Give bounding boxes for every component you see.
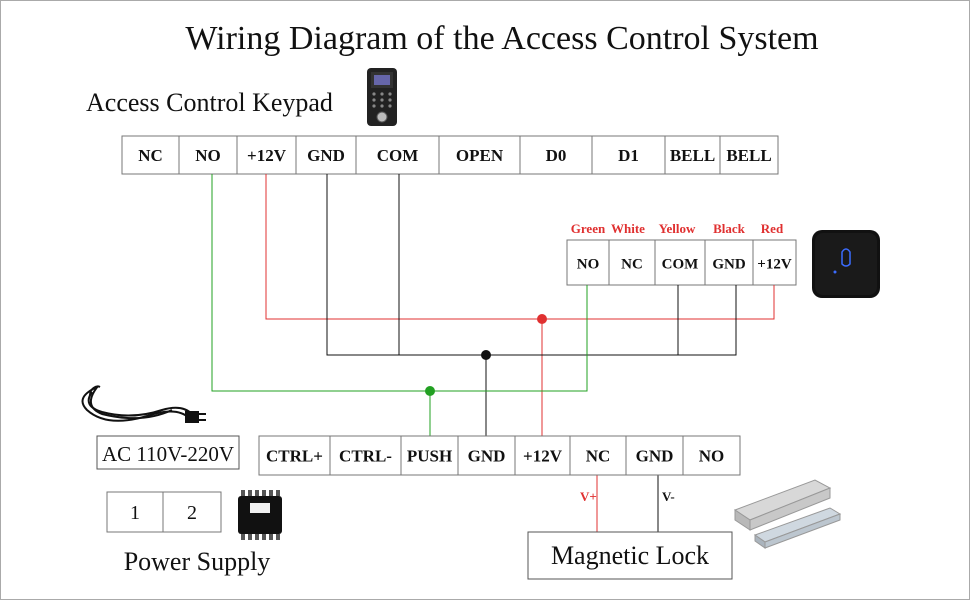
keypad-device-icon bbox=[367, 68, 397, 126]
green-wire-no bbox=[211, 174, 588, 392]
exit-button-terminal-label: NC bbox=[621, 257, 643, 273]
magnetic-lock-device-icon bbox=[733, 479, 842, 549]
junction-red bbox=[537, 314, 547, 324]
keypad-terminal-label: +12V bbox=[247, 146, 287, 165]
keypad-terminal-label: NO bbox=[195, 146, 221, 165]
controller-terminal-box bbox=[514, 435, 571, 476]
controller-terminal-box bbox=[258, 435, 331, 476]
wire-color-label: Red bbox=[761, 221, 784, 236]
keypad-terminal-label: D0 bbox=[546, 146, 567, 165]
junction-green bbox=[425, 386, 435, 396]
controller-terminal-strip: CTRL+ CTRL- PUSH GND +12V NC GND NO bbox=[258, 435, 741, 476]
controller-terminal-label: PUSH bbox=[407, 447, 452, 466]
exit-button-terminal-label: GND bbox=[712, 257, 746, 273]
lock-neg-label: V- bbox=[662, 489, 675, 504]
controller-terminal-label: CTRL+ bbox=[266, 447, 323, 466]
keypad-terminal-label: BELL bbox=[670, 146, 715, 165]
keypad-label: Access Control Keypad bbox=[86, 88, 333, 117]
keypad-terminal-box bbox=[591, 135, 666, 175]
controller-terminal-box bbox=[457, 435, 516, 476]
power-supply-unit-icon bbox=[238, 490, 282, 540]
exit-button-wire-colors: Green White Yellow Black Red bbox=[571, 221, 784, 236]
keypad-terminal-label: GND bbox=[307, 146, 345, 165]
keypad-terminal-box bbox=[121, 135, 180, 175]
keypad-terminal-box bbox=[719, 135, 779, 175]
diagram-title: Wiring Diagram of the Access Control Sys… bbox=[185, 20, 818, 57]
keypad-terminal-box bbox=[355, 135, 440, 175]
wire-color-label: Green bbox=[571, 221, 606, 236]
keypad-terminal-label: OPEN bbox=[456, 146, 504, 165]
exit-button-terminal-strip: NO NC COM GND +12V bbox=[566, 239, 797, 286]
keypad-terminal-label: D1 bbox=[618, 146, 639, 165]
controller-terminal-label: NC bbox=[586, 447, 611, 466]
wire-color-label: Black bbox=[713, 221, 746, 236]
keypad-terminal-box bbox=[438, 135, 521, 175]
exit-button-terminal-box bbox=[566, 239, 610, 286]
exit-button-device-icon bbox=[812, 230, 880, 298]
black-wire-gnd bbox=[326, 174, 737, 356]
power-input-box bbox=[96, 435, 240, 470]
power-output-terminal-box bbox=[106, 491, 164, 533]
keypad-terminal-label: BELL bbox=[726, 146, 771, 165]
red-wire-12v bbox=[265, 174, 775, 320]
controller-terminal-label: GND bbox=[636, 447, 674, 466]
exit-button-terminal-label: +12V bbox=[757, 257, 792, 273]
keypad-terminal-strip: NC NO +12V GND COM OPEN D0 D1 BELL BELL bbox=[121, 135, 779, 175]
wire-color-label: White bbox=[611, 221, 645, 236]
wire-color-label: Yellow bbox=[659, 221, 696, 236]
exit-button-terminal-box bbox=[752, 239, 797, 286]
exit-button-terminal-box bbox=[608, 239, 656, 286]
keypad-terminal-label: NC bbox=[138, 146, 163, 165]
controller-terminal-label: GND bbox=[468, 447, 506, 466]
wires bbox=[211, 174, 775, 532]
junction-black bbox=[481, 350, 491, 360]
exit-button-terminal-label: COM bbox=[662, 257, 699, 273]
exit-button-terminal-label: NO bbox=[577, 257, 600, 273]
controller-terminal-box bbox=[329, 435, 402, 476]
power-cord-icon bbox=[81, 385, 206, 423]
power-output-terminal-box bbox=[162, 491, 222, 533]
power-output-terminal-label: 2 bbox=[187, 502, 197, 524]
magnetic-lock-label: Magnetic Lock bbox=[551, 541, 709, 570]
controller-terminal-label: +12V bbox=[523, 447, 563, 466]
magnetic-lock-box bbox=[527, 531, 733, 580]
keypad-terminal-label: COM bbox=[377, 146, 419, 165]
controller-terminal-box bbox=[682, 435, 741, 476]
controller-terminal-label: NO bbox=[699, 447, 725, 466]
power-supply-label: Power Supply bbox=[124, 547, 271, 576]
lock-pos-label: V+ bbox=[580, 489, 597, 504]
power-output-terminal-label: 1 bbox=[130, 502, 140, 524]
controller-terminal-box bbox=[569, 435, 627, 476]
keypad-terminal-box bbox=[519, 135, 593, 175]
power-input-text: AC 110V-220V bbox=[102, 442, 234, 466]
keypad-terminal-box bbox=[664, 135, 721, 175]
keypad-terminal-box bbox=[295, 135, 357, 175]
exit-button-terminal-box bbox=[704, 239, 754, 286]
controller-terminal-label: CTRL- bbox=[339, 447, 392, 466]
